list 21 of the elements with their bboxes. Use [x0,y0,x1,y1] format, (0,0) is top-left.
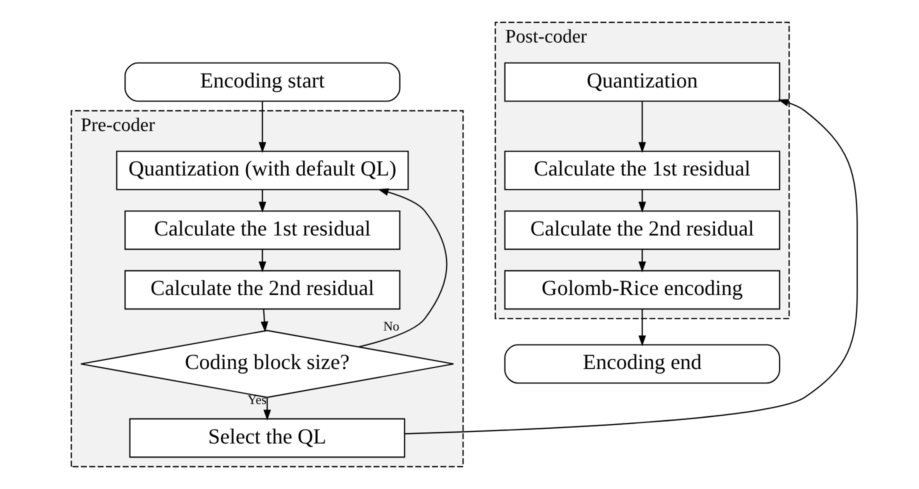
node-box: Calculate the 2nd residual [504,210,780,250]
arrow [358,188,448,348]
arrow [258,102,266,153]
arrow [638,190,646,213]
node-box: Golomb-Rice encoding [504,270,780,310]
node-box: Encoding end [504,344,780,384]
node-box: Quantization (with default QL) [116,150,409,190]
arrow [638,250,646,272]
arrow [638,309,646,346]
node-box: Calculate the 2nd residual [124,270,400,310]
node-box: Select the QL [129,418,406,458]
node-box: Calculate the 1st residual [124,210,400,250]
arrow [638,102,646,153]
arrow [404,99,858,434]
node-box: Quantization [504,62,780,102]
arrow [258,250,266,272]
arrow [263,398,271,421]
arrow [260,309,268,332]
node-box: Calculate the 1st residual [504,150,780,190]
arrow [258,190,266,213]
node-box: Encoding start [124,62,400,102]
